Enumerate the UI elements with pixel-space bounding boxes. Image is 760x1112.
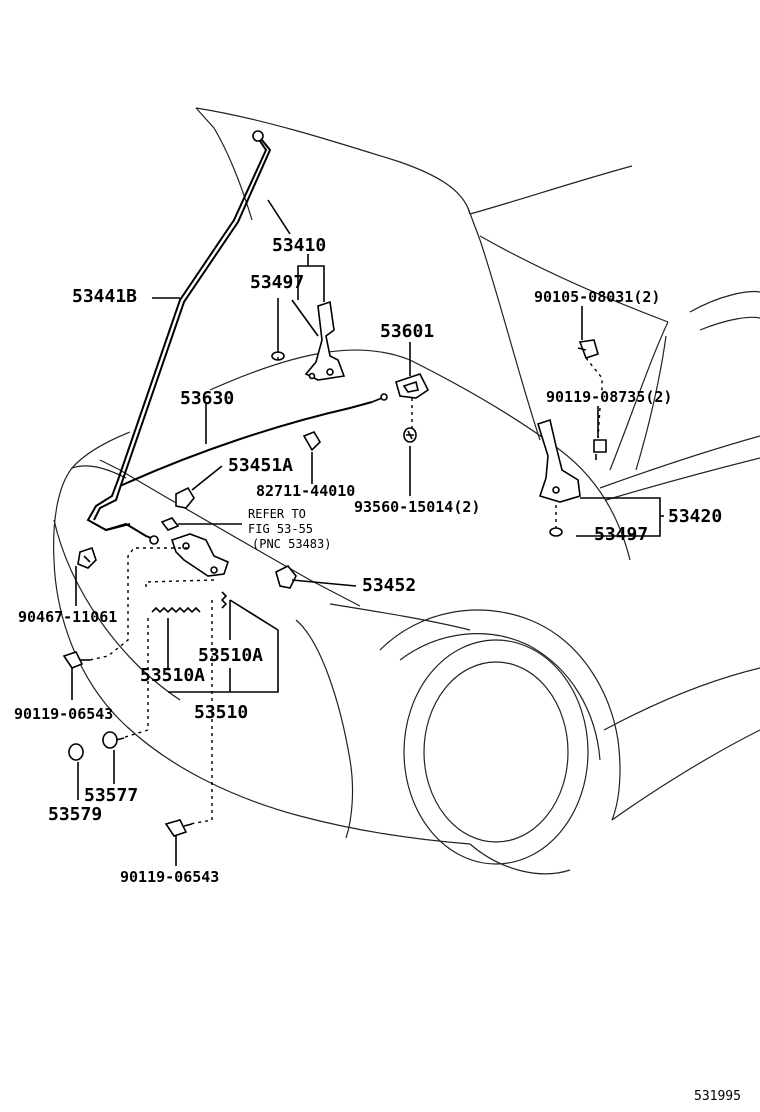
label-53601: 53601 [380, 321, 434, 342]
label-53577: 53577 [84, 785, 138, 806]
label-90105-08031: 90105-08031(2) [534, 288, 660, 306]
callout-labels: 53410 53441B 53497 53601 90105-08031(2) … [14, 235, 741, 1104]
refer-to-text: REFER TO [248, 507, 306, 521]
label-53420: 53420 [668, 506, 722, 527]
label-53451A: 53451A [228, 455, 293, 476]
hood-hinge-right [537, 418, 581, 537]
bolt-90119-06543-bottom [164, 819, 193, 837]
label-53497-top: 53497 [250, 272, 304, 293]
bolt-90105 [577, 339, 599, 360]
label-93560-15014: 93560-15014(2) [354, 498, 480, 516]
leader-lines [71, 199, 664, 866]
dashed-alignment-lines [89, 348, 603, 825]
label-53510A-right: 53510A [198, 645, 263, 666]
label-53497-right: 53497 [594, 524, 648, 545]
hood-cushion-53451A [175, 486, 195, 509]
clip-90467 [77, 546, 97, 569]
label-53441B: 53441B [72, 286, 137, 307]
label-53510: 53510 [194, 702, 248, 723]
cable-clamp-53452 [275, 564, 297, 589]
hood-support-rod [86, 130, 272, 532]
hood-release-cable [105, 393, 388, 545]
label-53510A-left: 53510A [140, 665, 205, 686]
vehicle-body-outline [53, 107, 760, 875]
hood-lock-striker [395, 373, 430, 443]
bolt-90119-06543-left [62, 651, 90, 669]
cushion-53579 [68, 743, 84, 761]
label-90119-08735: 90119-08735(2) [546, 388, 672, 406]
hood-hinge-left [271, 300, 346, 381]
label-53410: 53410 [272, 235, 326, 256]
clip-82711 [302, 431, 322, 452]
cushion-53577 [102, 731, 125, 749]
label-90467-11061: 90467-11061 [18, 608, 117, 626]
label-53630: 53630 [180, 388, 234, 409]
label-53452: 53452 [362, 575, 416, 596]
hood-lock-assembly [151, 517, 229, 614]
label-90119-06543-bottom: 90119-06543 [120, 868, 219, 886]
bolt-90119-08735 [593, 439, 607, 460]
label-82711-44010: 82711-44010 [256, 482, 355, 500]
label-90119-06543-left: 90119-06543 [14, 705, 113, 723]
refer-pnc-text: (PNC 53483) [252, 537, 331, 551]
figure-id: 531995 [694, 1089, 741, 1104]
refer-fig-text: FIG 53-55 [248, 522, 313, 536]
label-53579: 53579 [48, 804, 102, 825]
